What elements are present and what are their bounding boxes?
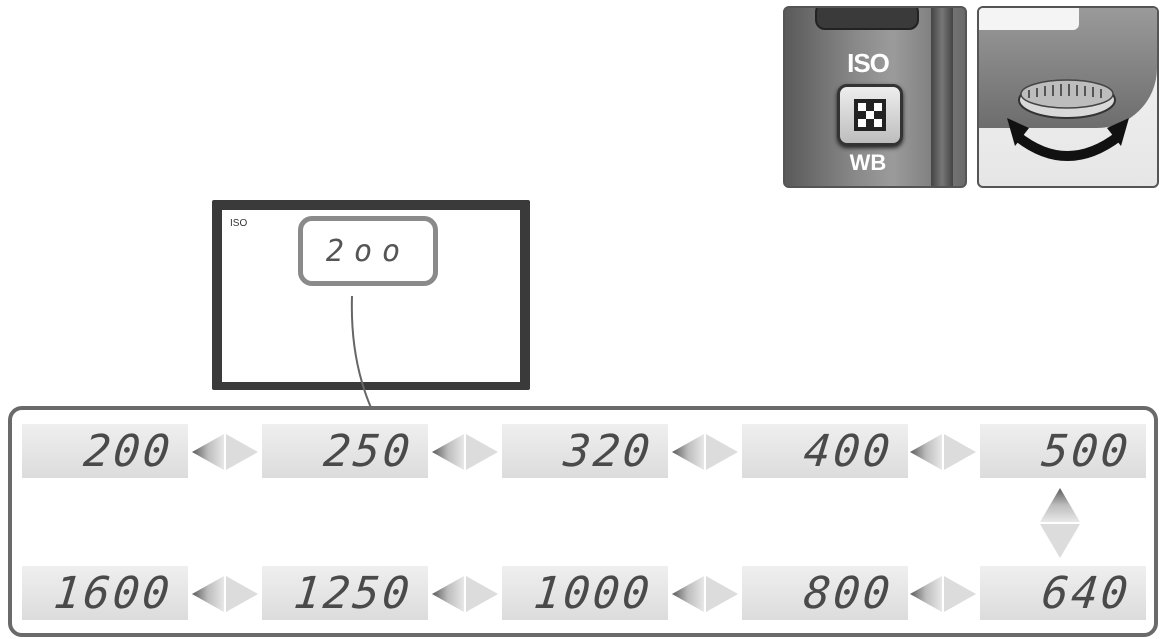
iso-value: 320 (561, 426, 655, 477)
iso-cell: 200 (22, 424, 188, 478)
iso-value: 800 (801, 568, 895, 619)
iso-sequence-panel: 200 250 320 400 500 1600 1250 1000 800 6… (8, 406, 1158, 637)
iso-cell: 1250 (262, 566, 428, 620)
iso-cell: 400 (742, 424, 908, 478)
iso-value: 1000 (531, 568, 654, 619)
double-arrow-icon (432, 434, 498, 470)
iso-cell: 1000 (502, 566, 668, 620)
iso-value: 500 (1039, 426, 1133, 477)
iso-cell: 250 (262, 424, 428, 478)
double-arrow-icon (910, 576, 976, 612)
double-arrow-vertical-icon (1040, 488, 1080, 558)
iso-cell: 500 (980, 424, 1146, 478)
double-arrow-icon (672, 434, 738, 470)
iso-cell: 1600 (22, 566, 188, 620)
iso-cell: 640 (980, 566, 1146, 620)
iso-value: 1250 (291, 568, 414, 619)
iso-cell: 800 (742, 566, 908, 620)
iso-value: 1600 (51, 568, 174, 619)
iso-cell: 320 (502, 424, 668, 478)
double-arrow-icon (432, 576, 498, 612)
iso-value: 250 (321, 426, 415, 477)
iso-value: 200 (81, 426, 175, 477)
double-arrow-icon (910, 434, 976, 470)
double-arrow-icon (192, 576, 258, 612)
iso-value: 640 (1039, 568, 1133, 619)
iso-value: 400 (801, 426, 895, 477)
double-arrow-icon (192, 434, 258, 470)
double-arrow-icon (672, 576, 738, 612)
